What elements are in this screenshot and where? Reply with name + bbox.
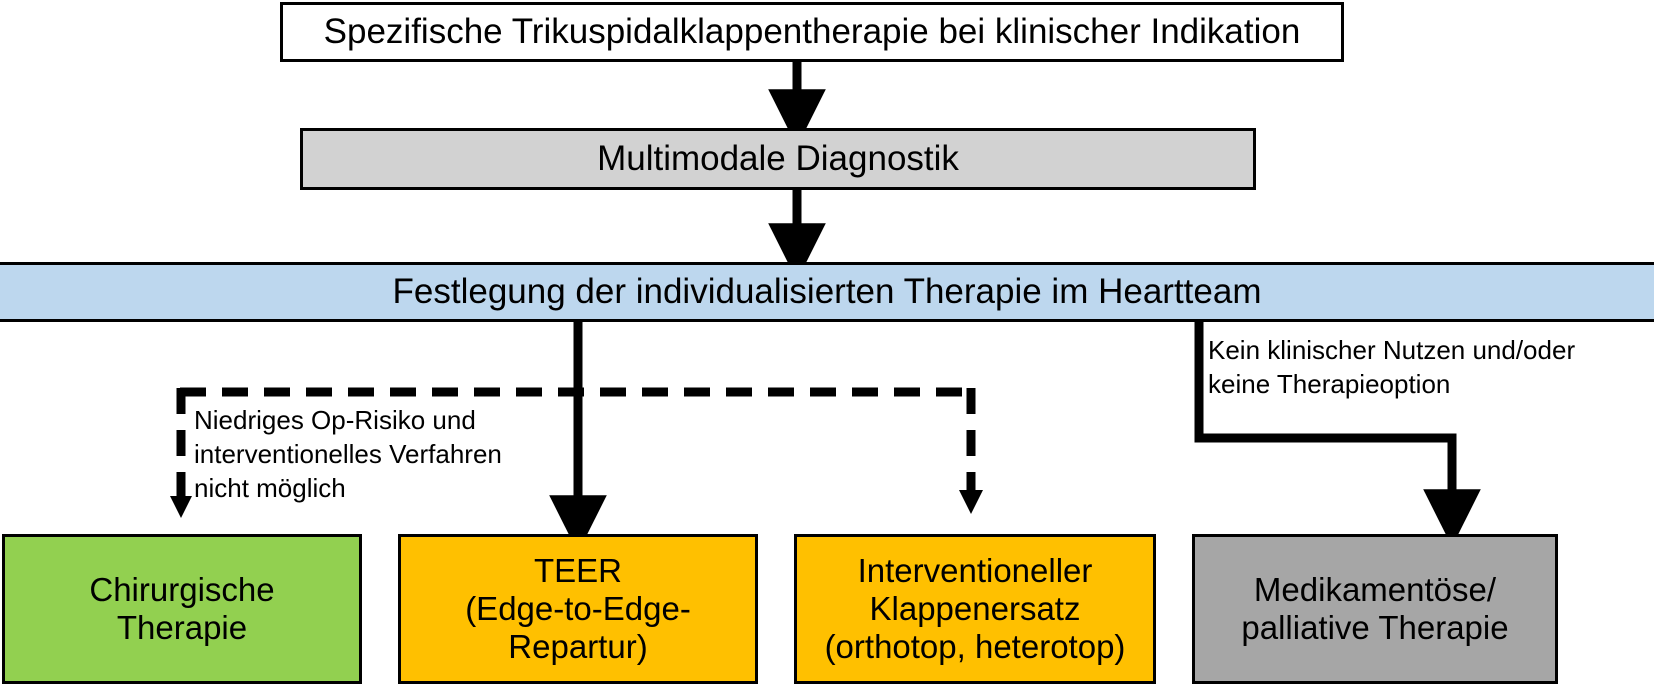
node-teer-edge-to-edge-reparatur: TEER (Edge-to-Edge- Repartur) bbox=[398, 534, 758, 684]
edge-label-niedriges-op-risiko: Niedriges Op-Risiko und interventionelle… bbox=[194, 405, 502, 503]
edge-label-kein-klinischer-nutzen: Kein klinischer Nutzen und/oder keine Th… bbox=[1208, 335, 1576, 399]
edge-heartteam-to-klappenersatz bbox=[959, 388, 983, 514]
node-multimodale-diagnostik: Multimodale Diagnostik bbox=[300, 128, 1256, 190]
node-interventioneller-klappenersatz: Interventioneller Klappenersatz (orthoto… bbox=[794, 534, 1156, 684]
edge-heartteam-to-chirurgisch bbox=[170, 388, 192, 518]
node-chirurgische-therapie: Chirurgische Therapie bbox=[2, 534, 362, 684]
node-spezifische-trikuspidalklappentherapie: Spezifische Trikuspidalklappentherapie b… bbox=[280, 2, 1344, 62]
node-medikamentoese-palliative-therapie: Medikamentöse/ palliative Therapie bbox=[1192, 534, 1558, 684]
node-festlegung-therapie-heartteam: Festlegung der individualisierten Therap… bbox=[0, 262, 1654, 322]
